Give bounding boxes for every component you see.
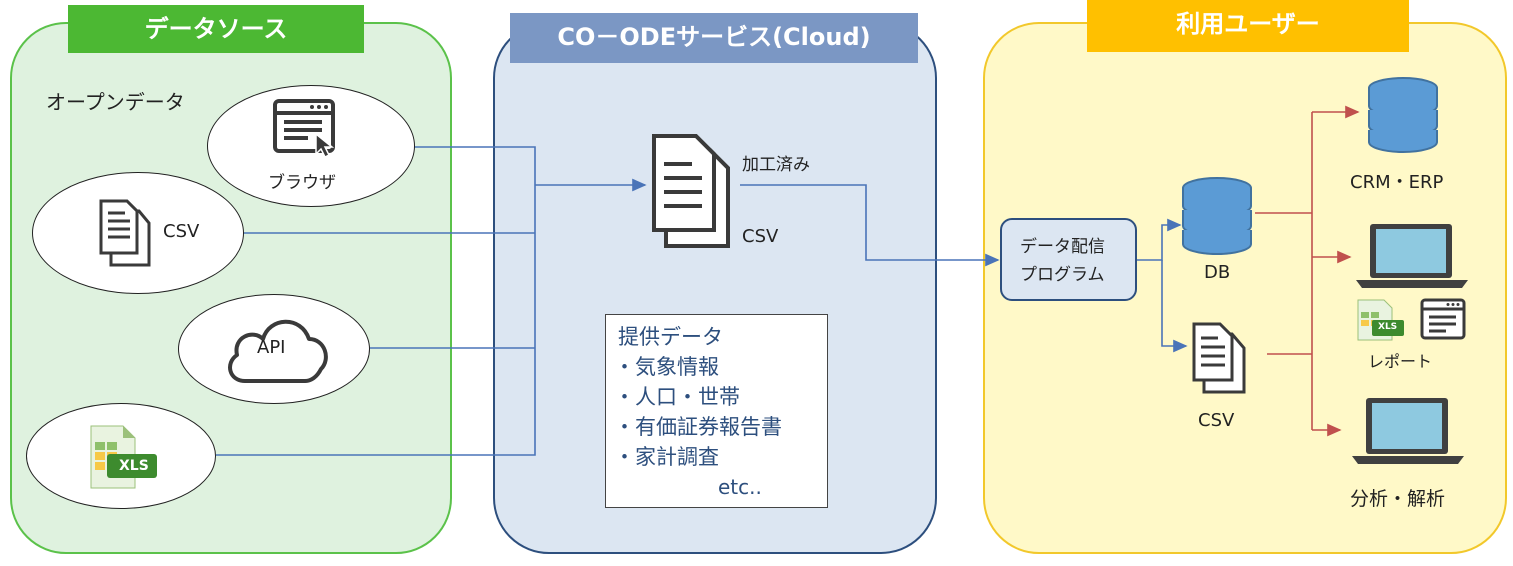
crm-erp-label: CRM・ERP	[1350, 172, 1444, 193]
open-data-label: オープンデータ	[46, 90, 185, 114]
provided-item-weather: ・気象情報	[614, 355, 719, 379]
document-icon	[99, 199, 151, 267]
provided-item-household-survey: ・家計調査	[614, 445, 719, 469]
provided-data-title: 提供データ	[618, 325, 723, 349]
user-output-lines	[1255, 105, 1360, 437]
csv-output-document-icon	[1192, 322, 1246, 394]
csv-source: CSV	[32, 172, 244, 294]
excel-file-icon	[90, 425, 157, 489]
crm-erp-database-icon	[1368, 77, 1438, 153]
api-source: API	[178, 294, 370, 404]
provided-etc: etc..	[718, 475, 762, 499]
browser-window-icon	[273, 99, 335, 158]
report-label: レポート	[1368, 352, 1433, 371]
browser-label: ブラウザ	[268, 173, 336, 193]
report-xls-text: XLS	[1378, 322, 1398, 332]
program-label-line2: プログラム	[1020, 265, 1105, 285]
processed-csv-label: CSV	[742, 226, 779, 247]
user-header: 利用ユーザー	[1087, 0, 1409, 52]
processed-label: 加工済み	[742, 155, 810, 175]
report-browser-icon	[1420, 298, 1466, 340]
db-label: DB	[1204, 262, 1231, 283]
csv-output-label: CSV	[1198, 410, 1235, 431]
analysis-laptop-icon	[1352, 398, 1464, 464]
database-icon	[1182, 177, 1252, 255]
xls-source-label: XLS	[119, 458, 149, 474]
browser-source: ブラウザ	[207, 85, 415, 207]
provided-item-population: ・人口・世帯	[614, 385, 740, 409]
report-excel-icon	[1357, 299, 1404, 341]
processed-document-icon	[652, 134, 730, 248]
provided-data-box: 提供データ ・気象情報 ・人口・世帯 ・有価証券報告書 ・家計調査 etc..	[605, 314, 828, 508]
data-source-header: データソース	[68, 5, 364, 53]
cloud-icon	[228, 319, 328, 383]
cloud-service-header: CO－ODEサービス(Cloud)	[510, 13, 918, 63]
provided-item-securities-report: ・有価証券報告書	[614, 415, 782, 439]
source-to-cloud-lines	[216, 146, 1188, 456]
csv-source-label: CSV	[163, 221, 200, 242]
xls-source: XLS	[26, 403, 216, 509]
analysis-label: 分析・解析	[1350, 488, 1446, 510]
api-label: API	[257, 337, 286, 358]
laptop-icon	[1356, 224, 1468, 288]
data-delivery-program-box: データ配信 プログラム	[1000, 218, 1137, 301]
program-label-line1: データ配信	[1020, 237, 1105, 257]
